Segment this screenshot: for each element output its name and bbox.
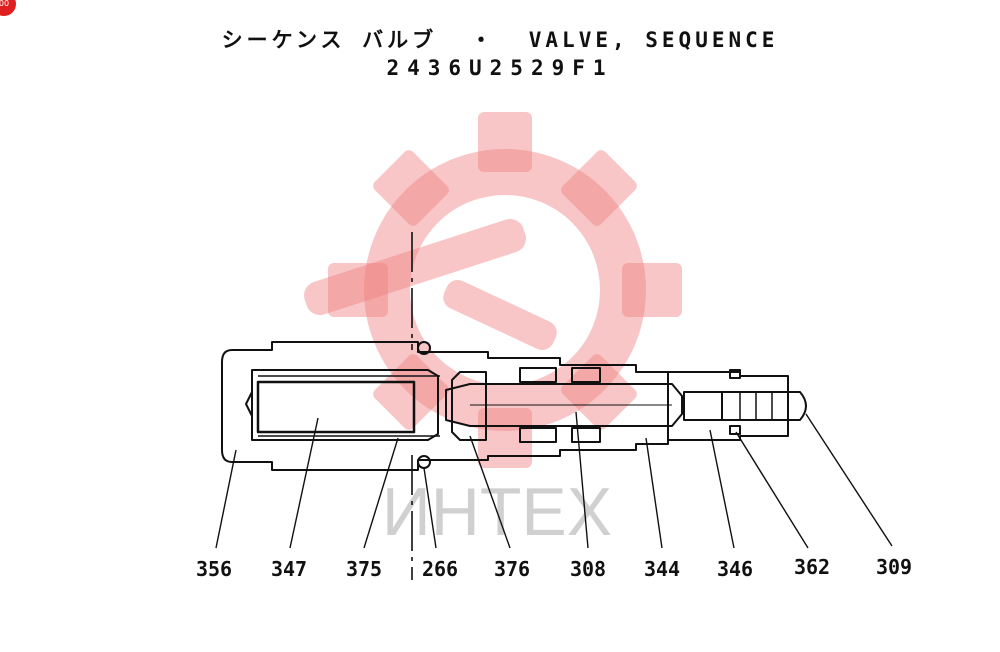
cap-end-nub [245,391,253,417]
screw-309 [722,391,807,421]
callout-344: 344 [643,557,681,581]
o-ring-bottom [417,455,431,469]
leader-356 [215,449,237,549]
ring-362 [729,369,741,379]
leader-308 [575,411,589,549]
leader-362 [735,431,809,549]
piston-347 [256,380,416,434]
land-d [571,427,601,443]
corner-badge: 00 [0,0,16,16]
land-a [519,367,557,383]
callout-376: 376 [493,557,531,581]
leader-309 [805,413,893,547]
leader-347 [289,417,319,549]
callout-309: 309 [875,555,913,579]
callout-308: 308 [569,557,607,581]
leader-375 [363,437,399,549]
seat-376 [451,371,487,441]
page-title: シーケンス バルブ ・ VALVE, SEQUENCE [0,24,1000,54]
leader-344 [645,437,663,549]
title-japanese: シーケンス バルブ [221,28,438,52]
leader-266 [423,467,437,549]
spool-308 [445,383,683,427]
ring-362-b [729,425,741,435]
callout-356: 356 [195,557,233,581]
callout-362: 362 [793,555,831,579]
callout-347: 347 [270,557,308,581]
leader-346 [709,429,735,549]
o-ring-top [417,341,431,355]
adjuster-346 [668,371,789,441]
title-english: VALVE, SEQUENCE [528,28,779,52]
title-separator: ・ [470,28,496,52]
callout-375: 375 [345,557,383,581]
lock-nut [683,391,723,421]
spring-chamber [251,369,439,441]
leader-376 [469,435,511,549]
cap-body [221,341,669,471]
callout-266: 266 [421,557,459,581]
callout-346: 346 [716,557,754,581]
part-number: 2436U2529F1 [386,56,614,80]
land-b [519,427,557,443]
land-c [571,367,601,383]
